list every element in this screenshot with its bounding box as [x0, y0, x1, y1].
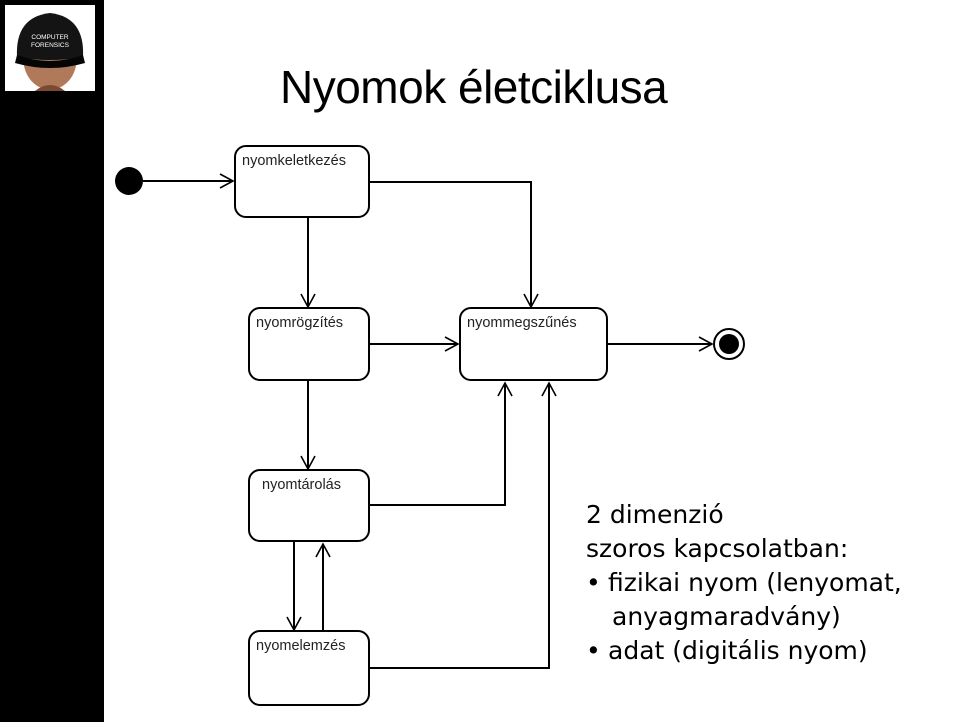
- arrow-keletkezes-to-megszunes: [370, 181, 539, 309]
- svg-text:COMPUTER: COMPUTER: [31, 34, 69, 41]
- bullet-icon: •: [586, 568, 601, 597]
- state-label: nyomtárolás: [262, 477, 341, 493]
- state-label: nyommegszűnés: [467, 315, 577, 331]
- notes-line-2: szoros kapcsolatban:: [586, 534, 849, 563]
- bullet-item-1-text: fizikai nyom (lenyomat,: [608, 568, 902, 597]
- notes-line-1: 2 dimenzió: [586, 500, 724, 529]
- state-nyomkeletkezes: nyomkeletkezés: [234, 145, 370, 218]
- notes-block: 2 dimenzió szoros kapcsolatban: • fizika…: [586, 498, 902, 668]
- bullet-item-1-continuation: anyagmaradvány): [612, 602, 841, 631]
- state-label: nyomelemzés: [256, 638, 346, 654]
- initial-node: [115, 167, 143, 195]
- svg-text:FORENSICS: FORENSICS: [31, 42, 70, 49]
- state-nyommegszunes: nyommegszűnés: [459, 307, 608, 381]
- arrow-tarolas-to-megszunes: [370, 381, 513, 506]
- slide-title: Nyomok életciklusa: [280, 61, 668, 113]
- state-nyomrogzites: nyomrögzítés: [248, 307, 370, 381]
- state-label: nyomkeletkezés: [242, 153, 346, 169]
- bullet-item-1: • fizikai nyom (lenyomat,: [586, 566, 902, 600]
- bullet-icon: •: [586, 636, 601, 665]
- bullet-item-2-text: adat (digitális nyom): [608, 636, 868, 665]
- bullet-item-2: • adat (digitális nyom): [586, 634, 902, 668]
- arrow-elemzes-to-megszunes: [370, 381, 557, 669]
- state-label: nyomrögzítés: [256, 315, 344, 331]
- computer-forensics-logo: COMPUTER FORENSICS: [5, 5, 95, 91]
- state-nyomelemzes: nyomelemzés: [248, 630, 370, 706]
- state-nyomtarolas: nyomtárolás: [248, 469, 370, 542]
- left-black-bar: [0, 0, 104, 722]
